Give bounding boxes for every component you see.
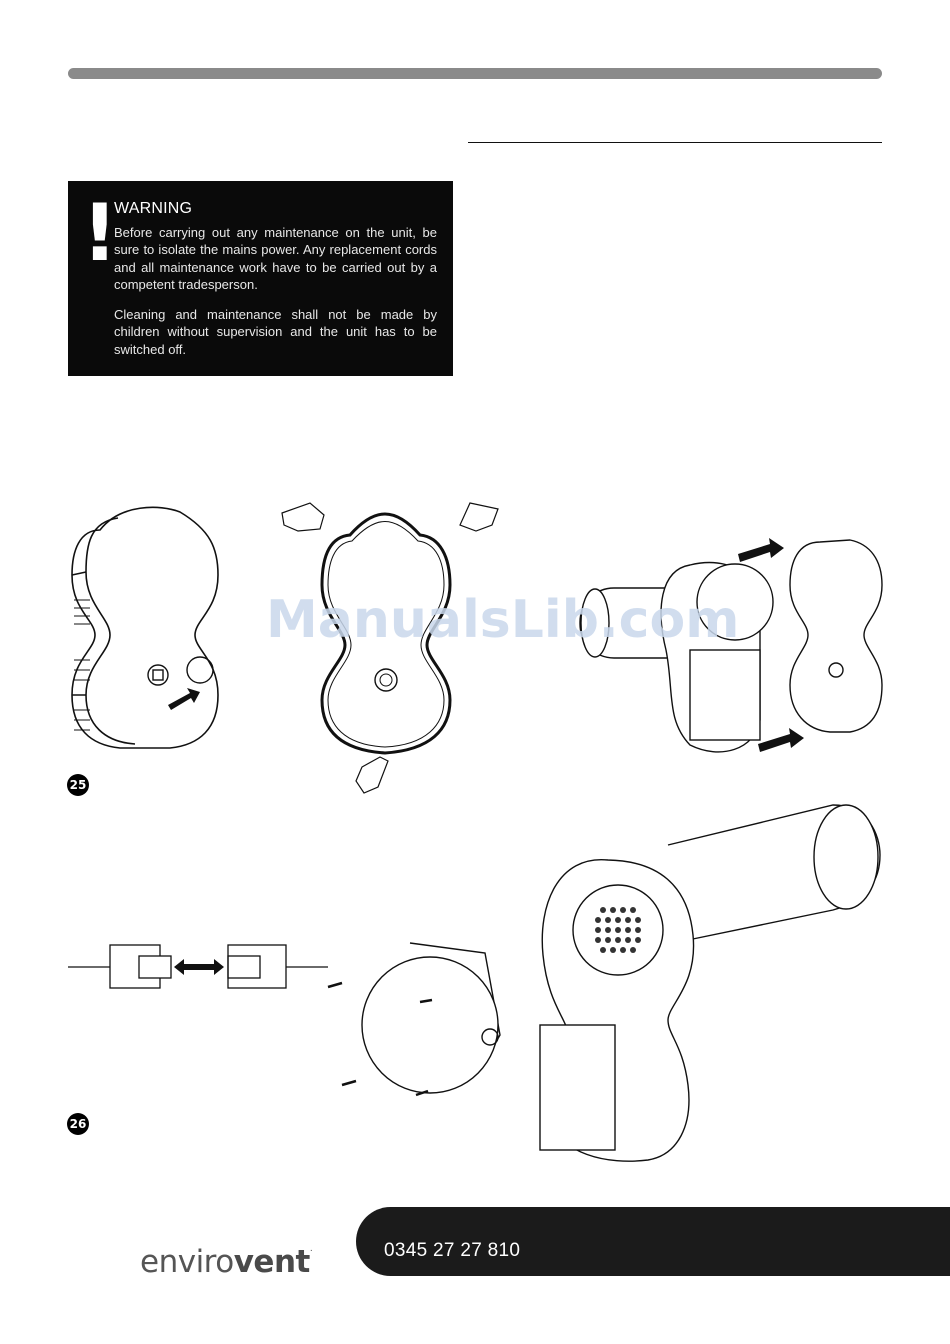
cover-outline-illustration (281, 502, 499, 794)
figure-number: 25 (67, 774, 89, 796)
warning-paragraph: Before carrying out any maintenance on t… (114, 225, 437, 292)
header-bar (68, 68, 882, 79)
footer-phone-number: 0345 27 27 810 (384, 1240, 521, 1261)
unit-interior-illustration (539, 804, 881, 1162)
figure-number: 26 (67, 1113, 89, 1135)
motor-cover-illustration (327, 942, 501, 1097)
envirovent-logo: envirovent. (140, 1244, 313, 1280)
warning-box: ! WARNING Before carrying out any mainte… (68, 181, 453, 376)
exclamation-icon: ! (82, 189, 118, 279)
cover-removal-illustration (579, 538, 883, 753)
footer-band: 0345 27 27 810 (356, 1207, 950, 1276)
section-divider (468, 142, 882, 143)
unit-cover-front-illustration (71, 506, 219, 749)
connector-diagram (68, 944, 328, 989)
warning-paragraph: Cleaning and maintenance shall not be ma… (114, 307, 437, 357)
logo-text-bold: vent (233, 1244, 311, 1280)
logo-mark: . (309, 1244, 313, 1254)
warning-title: WARNING (114, 200, 193, 217)
watermark: ManualsLib.com (266, 590, 740, 650)
logo-text-light: enviro (140, 1244, 234, 1280)
